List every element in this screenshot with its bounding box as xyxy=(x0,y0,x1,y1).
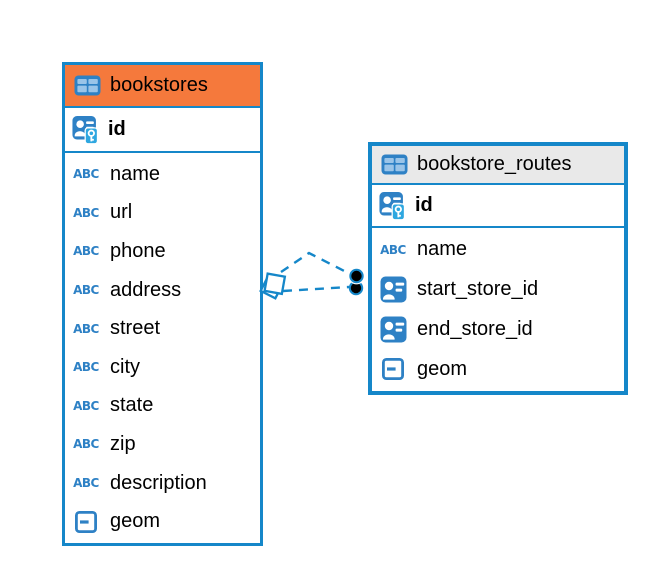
column-row-geom[interactable]: geom xyxy=(372,349,624,389)
column-row-city[interactable]: ABC city xyxy=(65,348,260,387)
column-label: geom xyxy=(417,357,468,380)
dot-end-marker[interactable] xyxy=(348,267,365,296)
column-label: end_store_id xyxy=(417,317,533,340)
columns-list: ABC name start_store_id xyxy=(372,228,624,391)
text-type-icon: ABC xyxy=(73,167,99,182)
diamond-end-marker[interactable] xyxy=(259,272,287,300)
table-header-bookstore-routes[interactable]: bookstore_routes xyxy=(372,146,624,185)
column-row-zip[interactable]: ABC zip xyxy=(65,425,260,464)
columns-list: ABC name ABC url ABC phone ABC address A… xyxy=(65,153,260,543)
column-row-state[interactable]: ABC state xyxy=(65,387,260,426)
column-row-description[interactable]: ABC description xyxy=(65,464,260,503)
column-label: description xyxy=(110,471,207,494)
table-card-bookstores[interactable]: bookstores id ABC name ABC url xyxy=(62,62,263,546)
text-type-icon: ABC xyxy=(380,242,406,257)
text-type-icon: ABC xyxy=(73,476,99,491)
text-type-icon: ABC xyxy=(73,398,99,413)
reference-type-icon xyxy=(379,316,407,343)
table-icon xyxy=(73,75,101,96)
column-row-start-store-id[interactable]: start_store_id xyxy=(372,270,624,310)
column-label: name xyxy=(110,162,161,185)
column-label: phone xyxy=(110,239,166,262)
primary-key-icon xyxy=(379,190,407,222)
column-label: street xyxy=(110,317,161,340)
table-title: bookstore_routes xyxy=(417,153,572,175)
geometry-type-icon xyxy=(379,357,407,381)
column-label: zip xyxy=(110,432,136,455)
reference-type-icon xyxy=(379,276,407,303)
column-label: city xyxy=(110,355,140,378)
table-card-bookstore-routes[interactable]: bookstore_routes id ABC name xyxy=(368,142,628,395)
column-label: start_store_id xyxy=(417,278,539,301)
column-label: url xyxy=(110,201,133,224)
column-row-phone[interactable]: ABC phone xyxy=(65,232,260,271)
primary-key-label: id xyxy=(108,118,126,140)
text-type-icon: ABC xyxy=(73,437,99,452)
table-header-bookstores[interactable]: bookstores xyxy=(65,65,260,108)
table-icon xyxy=(380,154,408,175)
column-row-end-store-id[interactable]: end_store_id xyxy=(372,310,624,350)
text-type-icon: ABC xyxy=(73,360,99,375)
relation-line-1[interactable] xyxy=(280,251,353,277)
primary-key-row[interactable]: id xyxy=(65,108,260,153)
column-row-address[interactable]: ABC address xyxy=(65,271,260,310)
text-type-icon: ABC xyxy=(73,244,99,259)
column-label: name xyxy=(417,238,468,261)
geometry-type-icon xyxy=(72,510,100,534)
column-row-street[interactable]: ABC street xyxy=(65,309,260,348)
text-type-icon: ABC xyxy=(73,205,99,220)
column-row-name[interactable]: ABC name xyxy=(65,155,260,194)
relation-line-2[interactable] xyxy=(282,285,350,293)
column-row-name[interactable]: ABC name xyxy=(372,230,624,270)
column-label: geom xyxy=(110,510,161,533)
text-type-icon: ABC xyxy=(73,283,99,298)
primary-key-row[interactable]: id xyxy=(372,185,624,228)
text-type-icon: ABC xyxy=(73,321,99,336)
column-label: address xyxy=(110,278,182,301)
column-label: state xyxy=(110,394,154,417)
column-row-url[interactable]: ABC url xyxy=(65,194,260,233)
primary-key-label: id xyxy=(415,194,433,216)
table-title: bookstores xyxy=(110,74,208,96)
column-row-geom[interactable]: geom xyxy=(65,502,260,541)
primary-key-icon xyxy=(72,114,100,146)
